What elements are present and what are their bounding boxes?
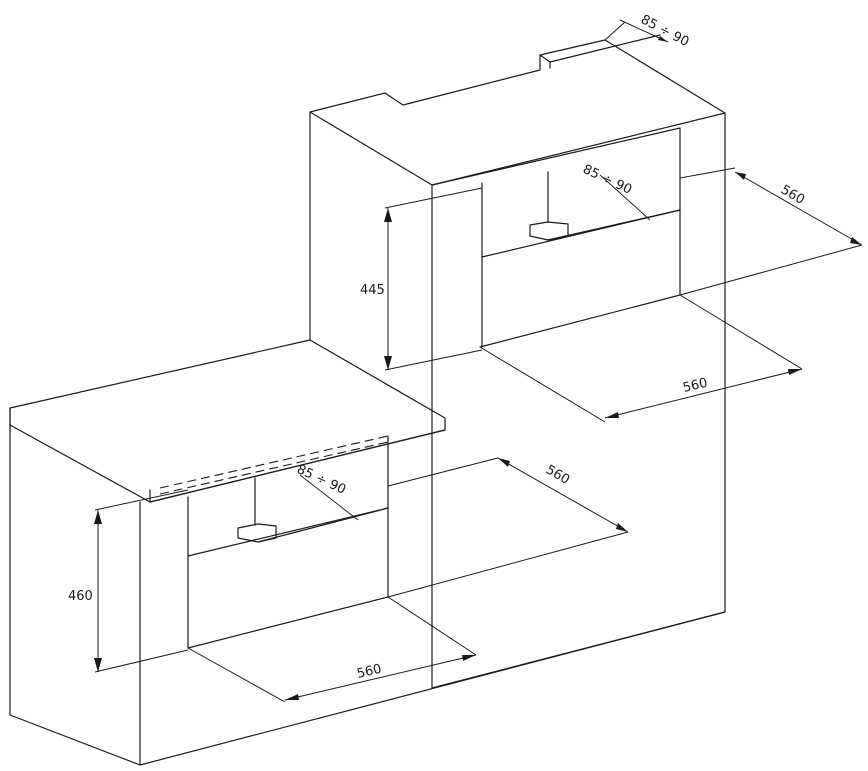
dim-upper-height	[384, 187, 483, 371]
label-upper-recess: 85 ÷ 90	[580, 162, 634, 198]
dim-lower-depth	[387, 457, 629, 598]
dim-lower-height	[94, 489, 189, 673]
label-lower-height: 460	[68, 589, 93, 604]
dim-upper-depth	[679, 167, 863, 296]
lower-cabinet	[9, 339, 726, 766]
label-upper-depth: 560	[778, 182, 807, 207]
label-upper-width: 560	[682, 376, 710, 396]
label-lower-recess: 85 ÷ 90	[294, 462, 348, 498]
lower-niche	[187, 435, 389, 649]
upper-niche	[431, 127, 681, 348]
upper-cabinet	[309, 34, 726, 689]
label-top-recess: 85 ÷ 90	[638, 12, 691, 50]
label-upper-height: 445	[360, 283, 385, 298]
label-lower-width: 560	[356, 662, 384, 682]
dim-lower-width	[187, 596, 477, 703]
label-lower-depth: 560	[543, 462, 572, 487]
dim-upper-width	[479, 294, 803, 423]
dim-top-recess	[604, 19, 669, 43]
